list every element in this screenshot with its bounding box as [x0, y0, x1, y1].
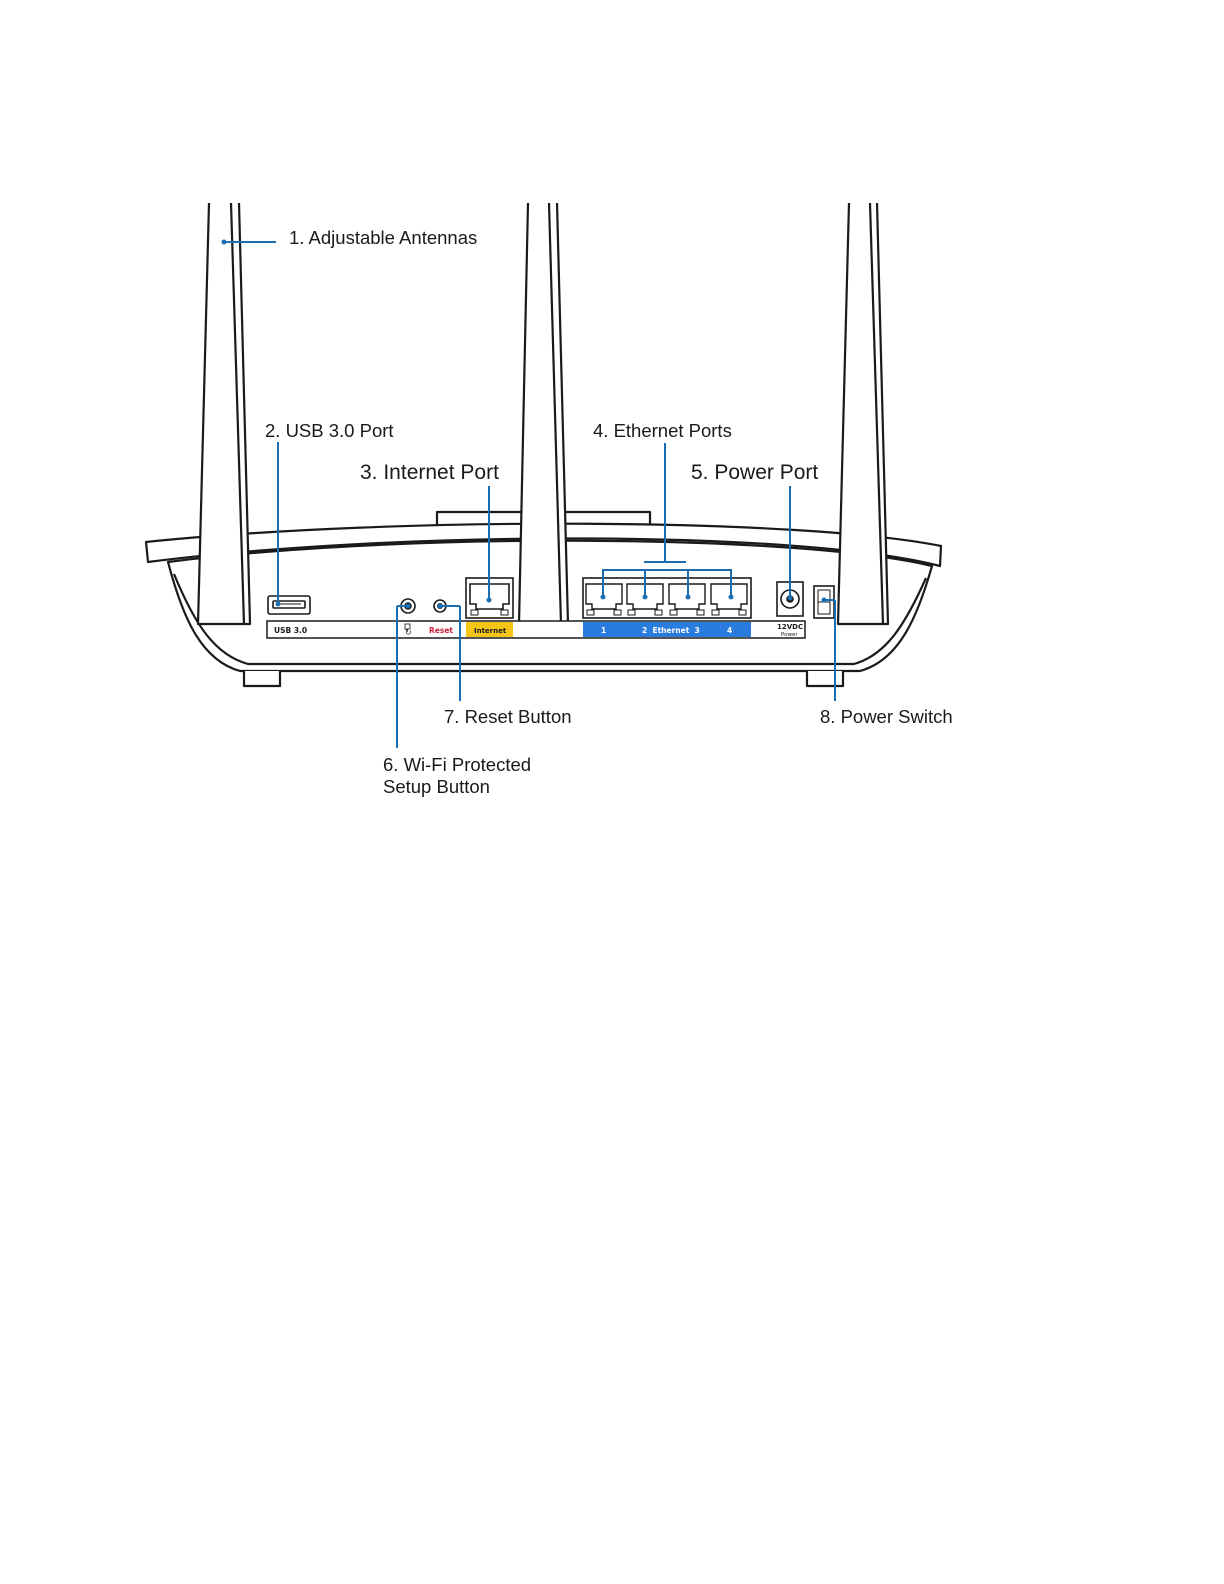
wps-small-mark [405, 624, 410, 629]
ethernet-dot-3 [686, 595, 691, 600]
power-switch-callout-dot [822, 598, 827, 603]
usb-panel-label: USB 3.0 [274, 626, 307, 635]
power-volt-panel-label: 12VDC [777, 623, 803, 631]
eth-4-panel-label: 4 [727, 626, 732, 635]
reset-label: 7. Reset Button [444, 706, 572, 727]
ethernet-dot-1 [601, 595, 606, 600]
internet-callout-dot [487, 598, 492, 603]
eth-1-panel-label: 1 [601, 626, 606, 635]
antenna-right [838, 203, 888, 624]
antennas-label: 1. Adjustable Antennas [289, 227, 477, 248]
antenna-callout-dot [222, 240, 227, 245]
ethernet-label: 4. Ethernet Ports [593, 420, 732, 441]
ethernet-dot-4 [729, 595, 734, 600]
router-foot-left [244, 671, 280, 686]
internet-panel-label: Internet [474, 627, 507, 635]
power-port-label: 5. Power Port [691, 461, 818, 484]
power-word-panel-label: Power [781, 632, 798, 638]
internet-label: 3. Internet Port [360, 461, 499, 484]
antenna-left [198, 203, 250, 624]
reset-callout-dot [438, 604, 443, 609]
router-foot-right [807, 671, 843, 686]
usb-port [268, 596, 310, 614]
reset-panel-label: Reset [429, 626, 453, 635]
antenna-center [519, 203, 568, 624]
wps-label-line2: Setup Button [383, 776, 490, 797]
eth-2-3-panel-label: 2 Ethernet 3 [642, 626, 700, 635]
ethernet-dot-2 [643, 595, 648, 600]
power-switch-label: 8. Power Switch [820, 706, 953, 727]
wps-label-line1: 6. Wi-Fi Protected [383, 754, 531, 775]
usb-label: 2. USB 3.0 Port [265, 420, 394, 441]
wps-callout-dot [406, 604, 411, 609]
power-port-callout-dot [788, 596, 793, 601]
usb-callout-dot [276, 602, 281, 607]
